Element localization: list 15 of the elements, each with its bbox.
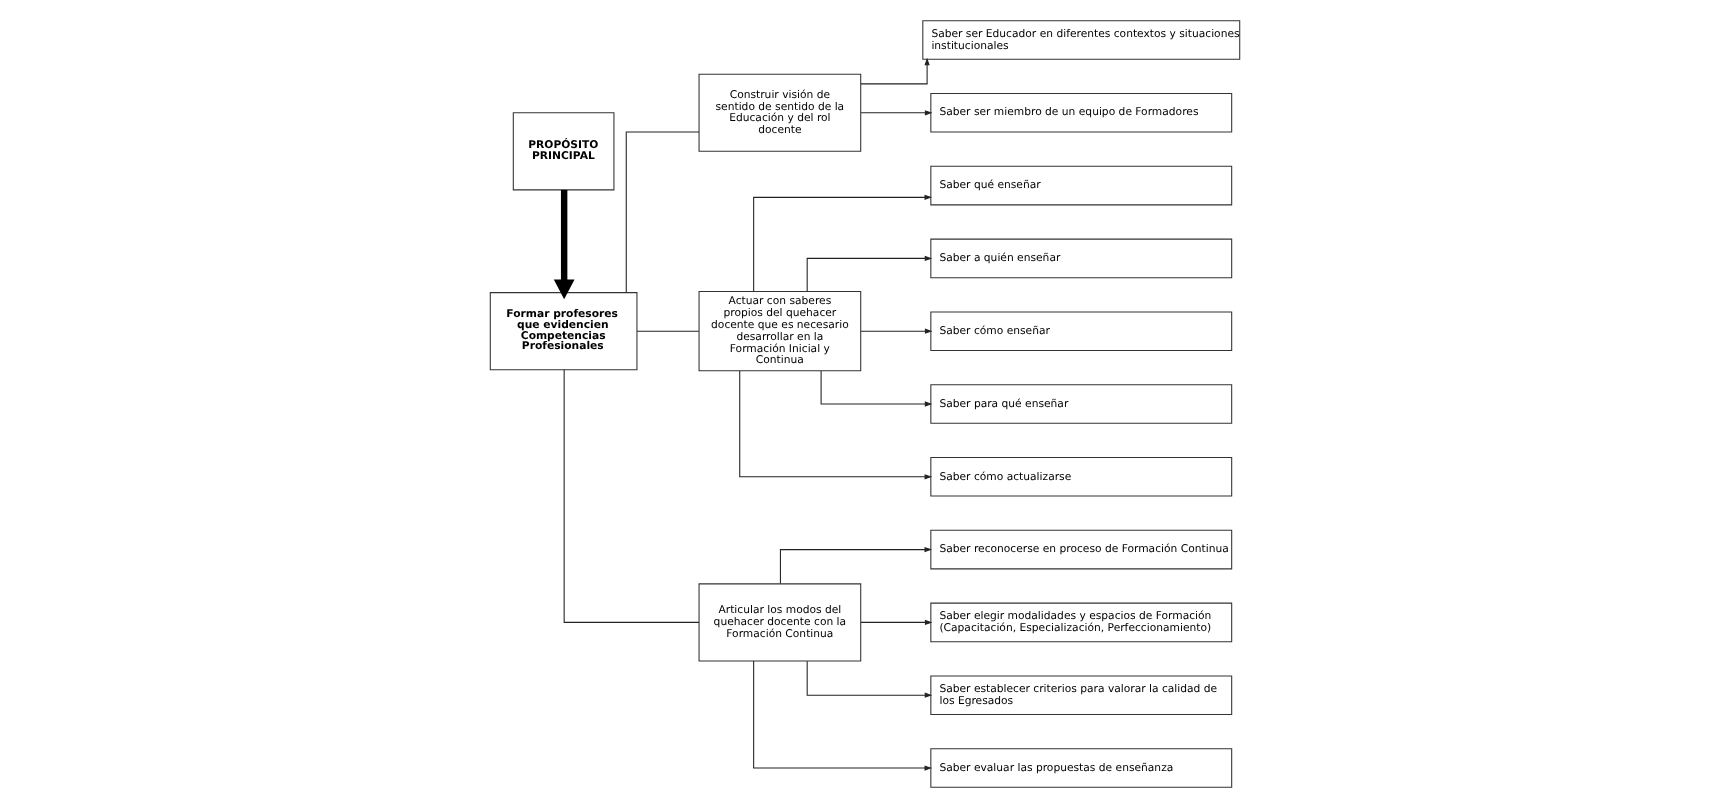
arrow	[753, 194, 933, 292]
arrow	[806, 255, 933, 292]
arrow	[806, 660, 933, 698]
connector	[625, 131, 700, 293]
arrow	[820, 370, 933, 407]
arrow	[739, 370, 933, 480]
arrow	[753, 660, 933, 771]
arrow	[779, 546, 932, 584]
connector	[563, 369, 700, 623]
arrow	[860, 110, 933, 116]
arrow	[553, 189, 575, 300]
connector	[636, 330, 700, 332]
arrow	[860, 619, 933, 626]
arrow	[860, 57, 930, 85]
arrow	[860, 328, 933, 334]
